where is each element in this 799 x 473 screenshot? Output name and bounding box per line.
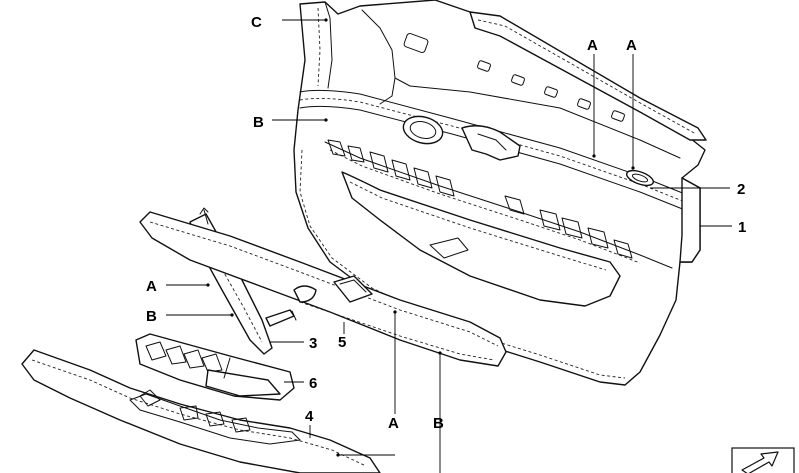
- callout-a-upper-right: A: [626, 37, 637, 54]
- lock-pin-trim: [625, 169, 655, 187]
- callout-b-mid-left: B: [146, 308, 157, 325]
- armrest-trim-strip: [139, 211, 507, 367]
- callout-4: 4: [305, 408, 314, 425]
- front-direction-arrow-icon: [731, 447, 795, 473]
- armrest-lower-trim: [21, 349, 381, 473]
- callout-c-top: C: [251, 14, 262, 31]
- panel-switch-recesses: [327, 139, 633, 259]
- callout-2: 2: [737, 181, 745, 198]
- window-switch-bezel: [135, 333, 295, 401]
- leader-lines: [166, 18, 732, 473]
- callout-labels: C B A A 2 1 A B 3 5 6 4 A B: [146, 14, 746, 432]
- callout-a-upper-left: A: [587, 37, 598, 54]
- door-trim-panel: [293, 0, 707, 386]
- callout-1: 1: [738, 219, 746, 236]
- callout-5: 5: [338, 334, 346, 351]
- callout-6: 6: [309, 375, 317, 392]
- callout-3: 3: [309, 335, 317, 352]
- callout-a-mid-left: A: [146, 278, 157, 295]
- callout-b-bottom: B: [433, 415, 444, 432]
- callout-b-top: B: [253, 114, 264, 131]
- callout-a-bottom: A: [388, 415, 399, 432]
